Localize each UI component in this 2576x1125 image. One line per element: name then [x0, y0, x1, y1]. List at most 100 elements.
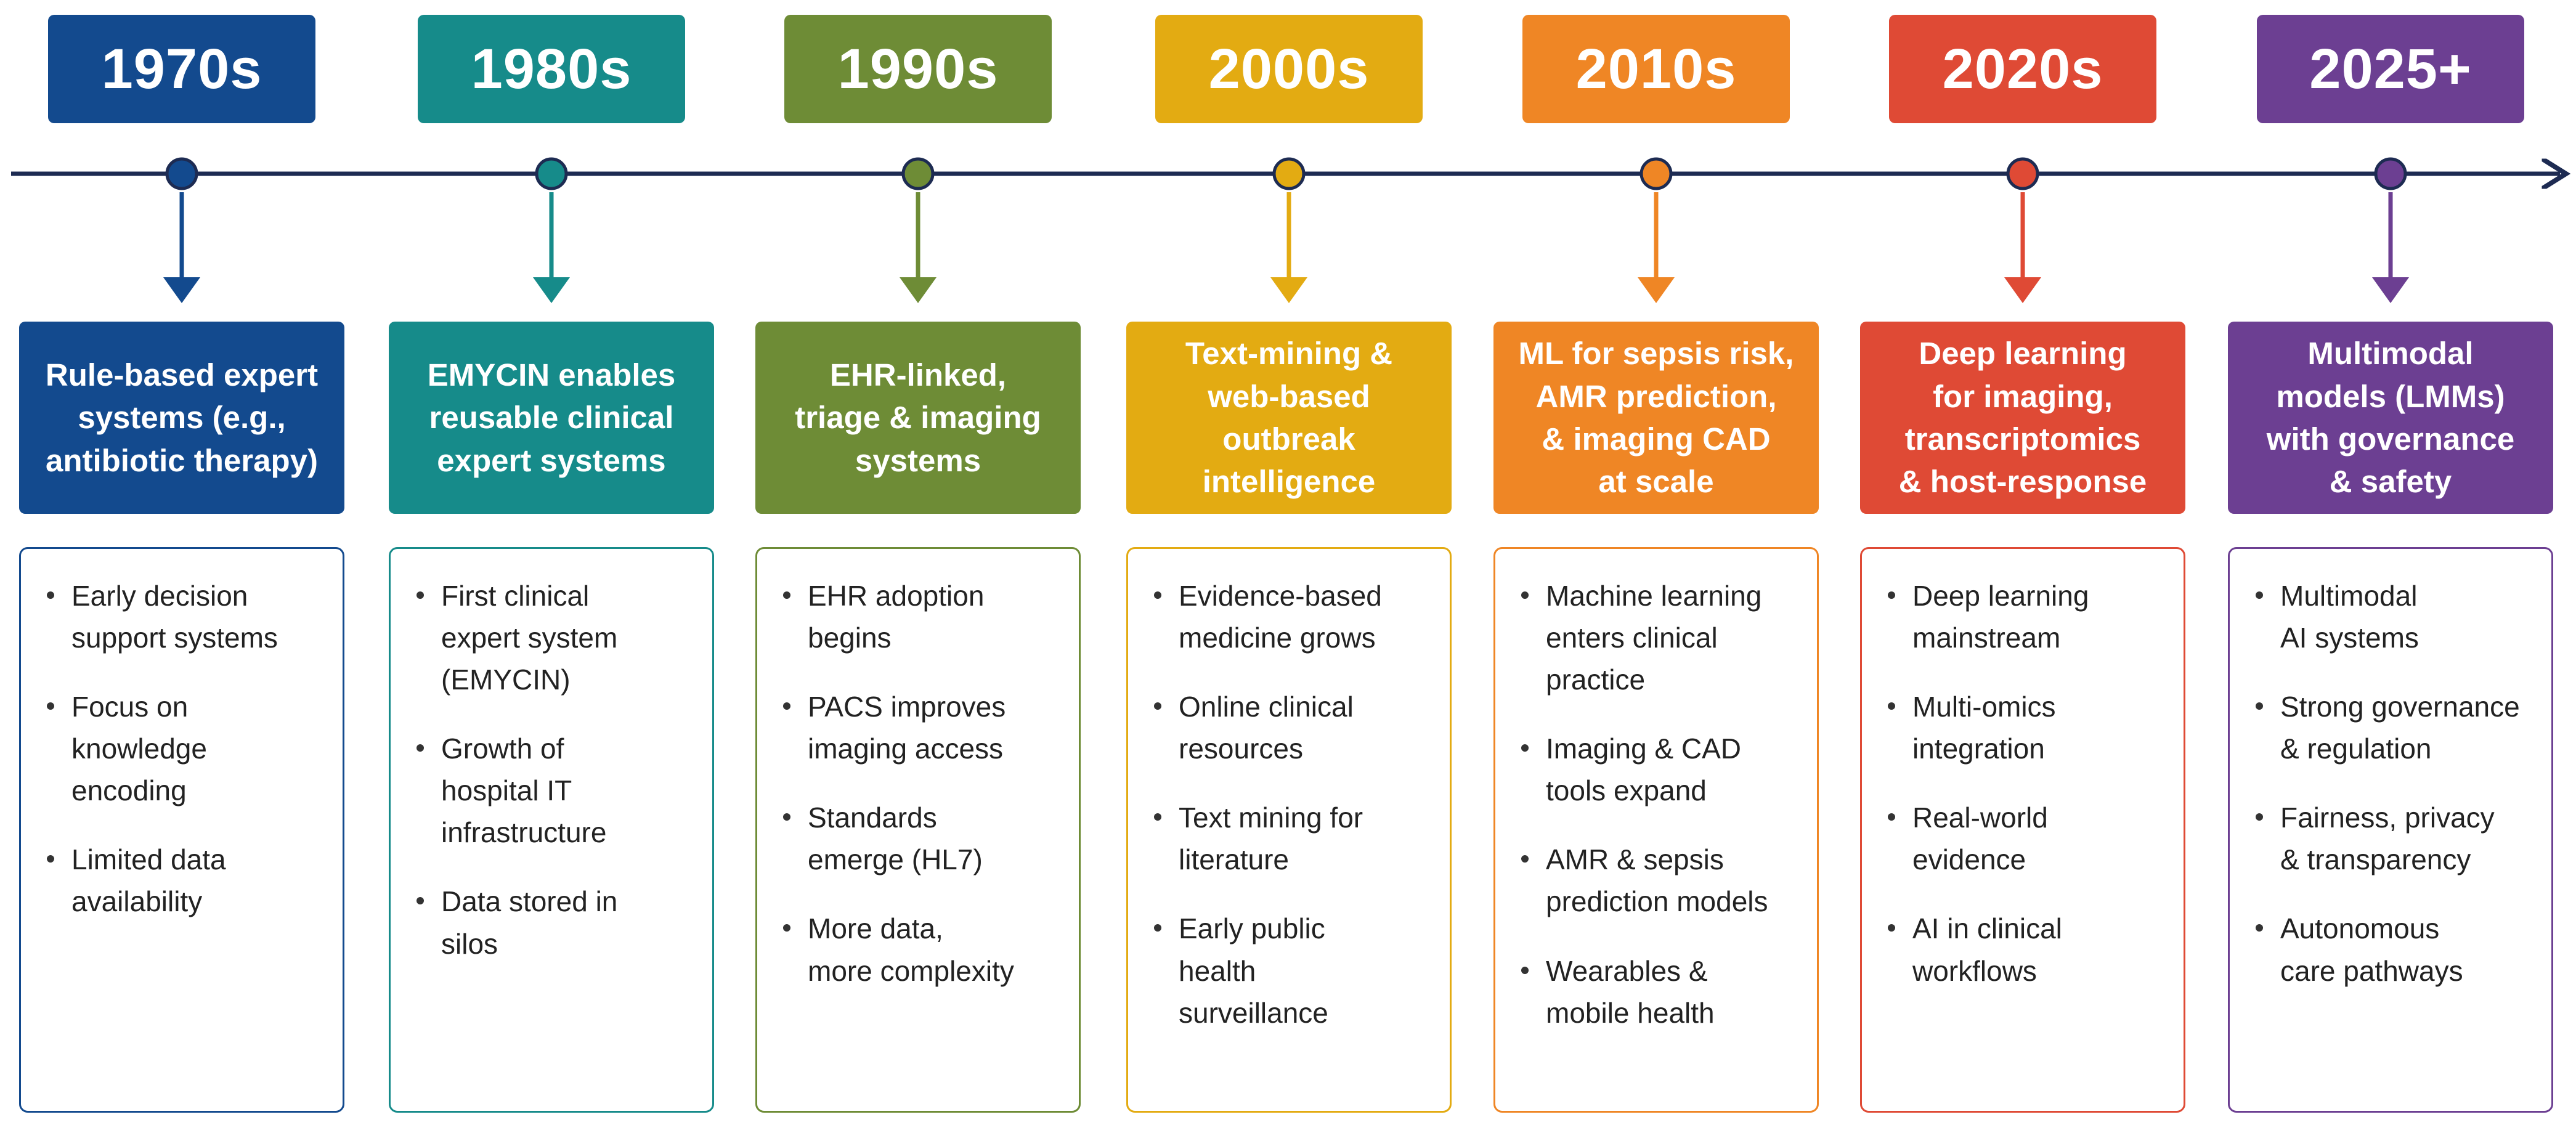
- list-item-text: Focus on knowledge encoding: [71, 691, 207, 807]
- list-item-text: Evidence-based medicine grows: [1179, 580, 1382, 654]
- bullet-dot-icon: [2256, 591, 2263, 599]
- down-arrow-icon: [1638, 192, 1675, 303]
- timeline-node-1970s: [165, 157, 198, 190]
- list-item-text: Limited data availability: [71, 843, 226, 918]
- milestone-box-1970s: Rule-based expert systems (e.g., antibio…: [19, 322, 344, 514]
- list-item: Machine learning enters clinical practic…: [1518, 575, 1802, 701]
- list-item-text: PACS improves imaging access: [808, 691, 1006, 765]
- list-item: Focus on knowledge encoding: [43, 686, 328, 811]
- era-label-1970s: 1970s: [48, 15, 315, 123]
- bullet-dot-icon: [1521, 855, 1529, 863]
- bullet-dot-icon: [416, 591, 424, 599]
- list-item: Strong governance & regulation: [2252, 686, 2537, 770]
- timeline-node-1980s: [535, 157, 568, 190]
- list-item: Early decision support systems: [43, 575, 328, 659]
- down-arrow-icon: [2004, 192, 2041, 303]
- list-item-text: Autonomous care pathways: [2280, 912, 2463, 987]
- down-arrow-icon: [1270, 192, 1307, 303]
- era-label-2000s: 2000s: [1155, 15, 1423, 123]
- list-item-text: Multimodal AI systems: [2280, 580, 2419, 654]
- bullet-dot-icon: [416, 744, 424, 752]
- list-item: Multimodal AI systems: [2252, 575, 2537, 659]
- bullet-dot-icon: [47, 855, 54, 863]
- list-item-text: Online clinical resources: [1179, 691, 1354, 765]
- down-arrow-icon: [2372, 192, 2409, 303]
- era-label-1990s: 1990s: [784, 15, 1052, 123]
- list-item-text: Wearables & mobile health: [1546, 954, 1715, 1029]
- bullet-dot-icon: [783, 702, 790, 710]
- bullet-dot-icon: [1154, 591, 1161, 599]
- list-item-text: Text mining for literature: [1179, 802, 1363, 876]
- bullet-dot-icon: [783, 924, 790, 932]
- list-item-text: Machine learning enters clinical practic…: [1546, 580, 1762, 696]
- list-item: Early public health surveillance: [1150, 908, 1435, 1033]
- list-item: EHR adoption begins: [779, 575, 1064, 659]
- list-item: Evidence-based medicine grows: [1150, 575, 1435, 659]
- list-item: Imaging & CAD tools expand: [1518, 728, 1802, 811]
- detail-card-2010s: Machine learning enters clinical practic…: [1493, 547, 1819, 1113]
- list-item: Multi-omics integration: [1884, 686, 2169, 770]
- bullet-dot-icon: [47, 702, 54, 710]
- list-item-text: AMR & sepsis prediction models: [1546, 843, 1768, 918]
- list-item-text: Deep learning mainstream: [1912, 580, 2089, 654]
- milestone-box-1980s: EMYCIN enables reusable clinical expert …: [389, 322, 714, 514]
- list-item-text: Early public health surveillance: [1179, 912, 1328, 1029]
- era-label-2020s: 2020s: [1889, 15, 2156, 123]
- bullet-dot-icon: [1521, 966, 1529, 974]
- bullet-dot-icon: [2256, 924, 2263, 932]
- milestone-box-2010s: ML for sepsis risk, AMR prediction, & im…: [1493, 322, 1819, 514]
- era-label-2010s: 2010s: [1522, 15, 1790, 123]
- timeline-node-2025-plus: [2374, 157, 2407, 190]
- bullet-dot-icon: [783, 591, 790, 599]
- list-item: Real-world evidence: [1884, 797, 2169, 880]
- list-item: Wearables & mobile health: [1518, 950, 1802, 1034]
- bullet-dot-icon: [47, 591, 54, 599]
- detail-list: Machine learning enters clinical practic…: [1518, 575, 1802, 1034]
- milestone-box-2020s: Deep learning for imaging, transcriptomi…: [1860, 322, 2185, 514]
- list-item-text: Data stored in silos: [441, 885, 618, 960]
- list-item-text: First clinical expert system (EMYCIN): [441, 580, 618, 696]
- milestone-box-2000s: Text-mining & web-based outbreak intelli…: [1126, 322, 1452, 514]
- list-item: AI in clinical workflows: [1884, 908, 2169, 991]
- bullet-dot-icon: [1154, 813, 1161, 821]
- list-item-text: Standards emerge (HL7): [808, 802, 983, 876]
- list-item-text: Imaging & CAD tools expand: [1546, 733, 1742, 807]
- list-item-text: AI in clinical workflows: [1912, 912, 2062, 987]
- list-item: Data stored in silos: [413, 880, 697, 964]
- list-item: Online clinical resources: [1150, 686, 1435, 770]
- list-item-text: More data, more complexity: [808, 912, 1014, 987]
- timeline-node-1990s: [901, 157, 935, 190]
- down-arrow-icon: [900, 192, 937, 303]
- bullet-dot-icon: [1521, 591, 1529, 599]
- list-item: Growth of hospital IT infrastructure: [413, 728, 697, 853]
- detail-card-1980s: First clinical expert system (EMYCIN) Gro…: [389, 547, 714, 1113]
- bullet-dot-icon: [2256, 702, 2263, 710]
- bullet-dot-icon: [1888, 591, 1895, 599]
- list-item-text: Growth of hospital IT infrastructure: [441, 733, 607, 849]
- timeline-node-2020s: [2006, 157, 2039, 190]
- down-arrow-icon: [533, 192, 570, 303]
- milestone-box-2025-plus: Multimodal models (LMMs) with governance…: [2228, 322, 2553, 514]
- list-item-text: Real-world evidence: [1912, 802, 2048, 876]
- bullet-dot-icon: [1888, 924, 1895, 932]
- list-item: Text mining for literature: [1150, 797, 1435, 880]
- era-label-2025-plus: 2025+: [2257, 15, 2524, 123]
- list-item: First clinical expert system (EMYCIN): [413, 575, 697, 701]
- list-item-text: Strong governance & regulation: [2280, 691, 2520, 765]
- list-item-text: Fairness, privacy & transparency: [2280, 802, 2495, 876]
- list-item-text: Early decision support systems: [71, 580, 278, 654]
- bullet-dot-icon: [783, 813, 790, 821]
- list-item: Fairness, privacy & transparency: [2252, 797, 2537, 880]
- list-item: Standards emerge (HL7): [779, 797, 1064, 880]
- timeline-node-2000s: [1272, 157, 1306, 190]
- bullet-dot-icon: [2256, 813, 2263, 821]
- list-item: AMR & sepsis prediction models: [1518, 839, 1802, 922]
